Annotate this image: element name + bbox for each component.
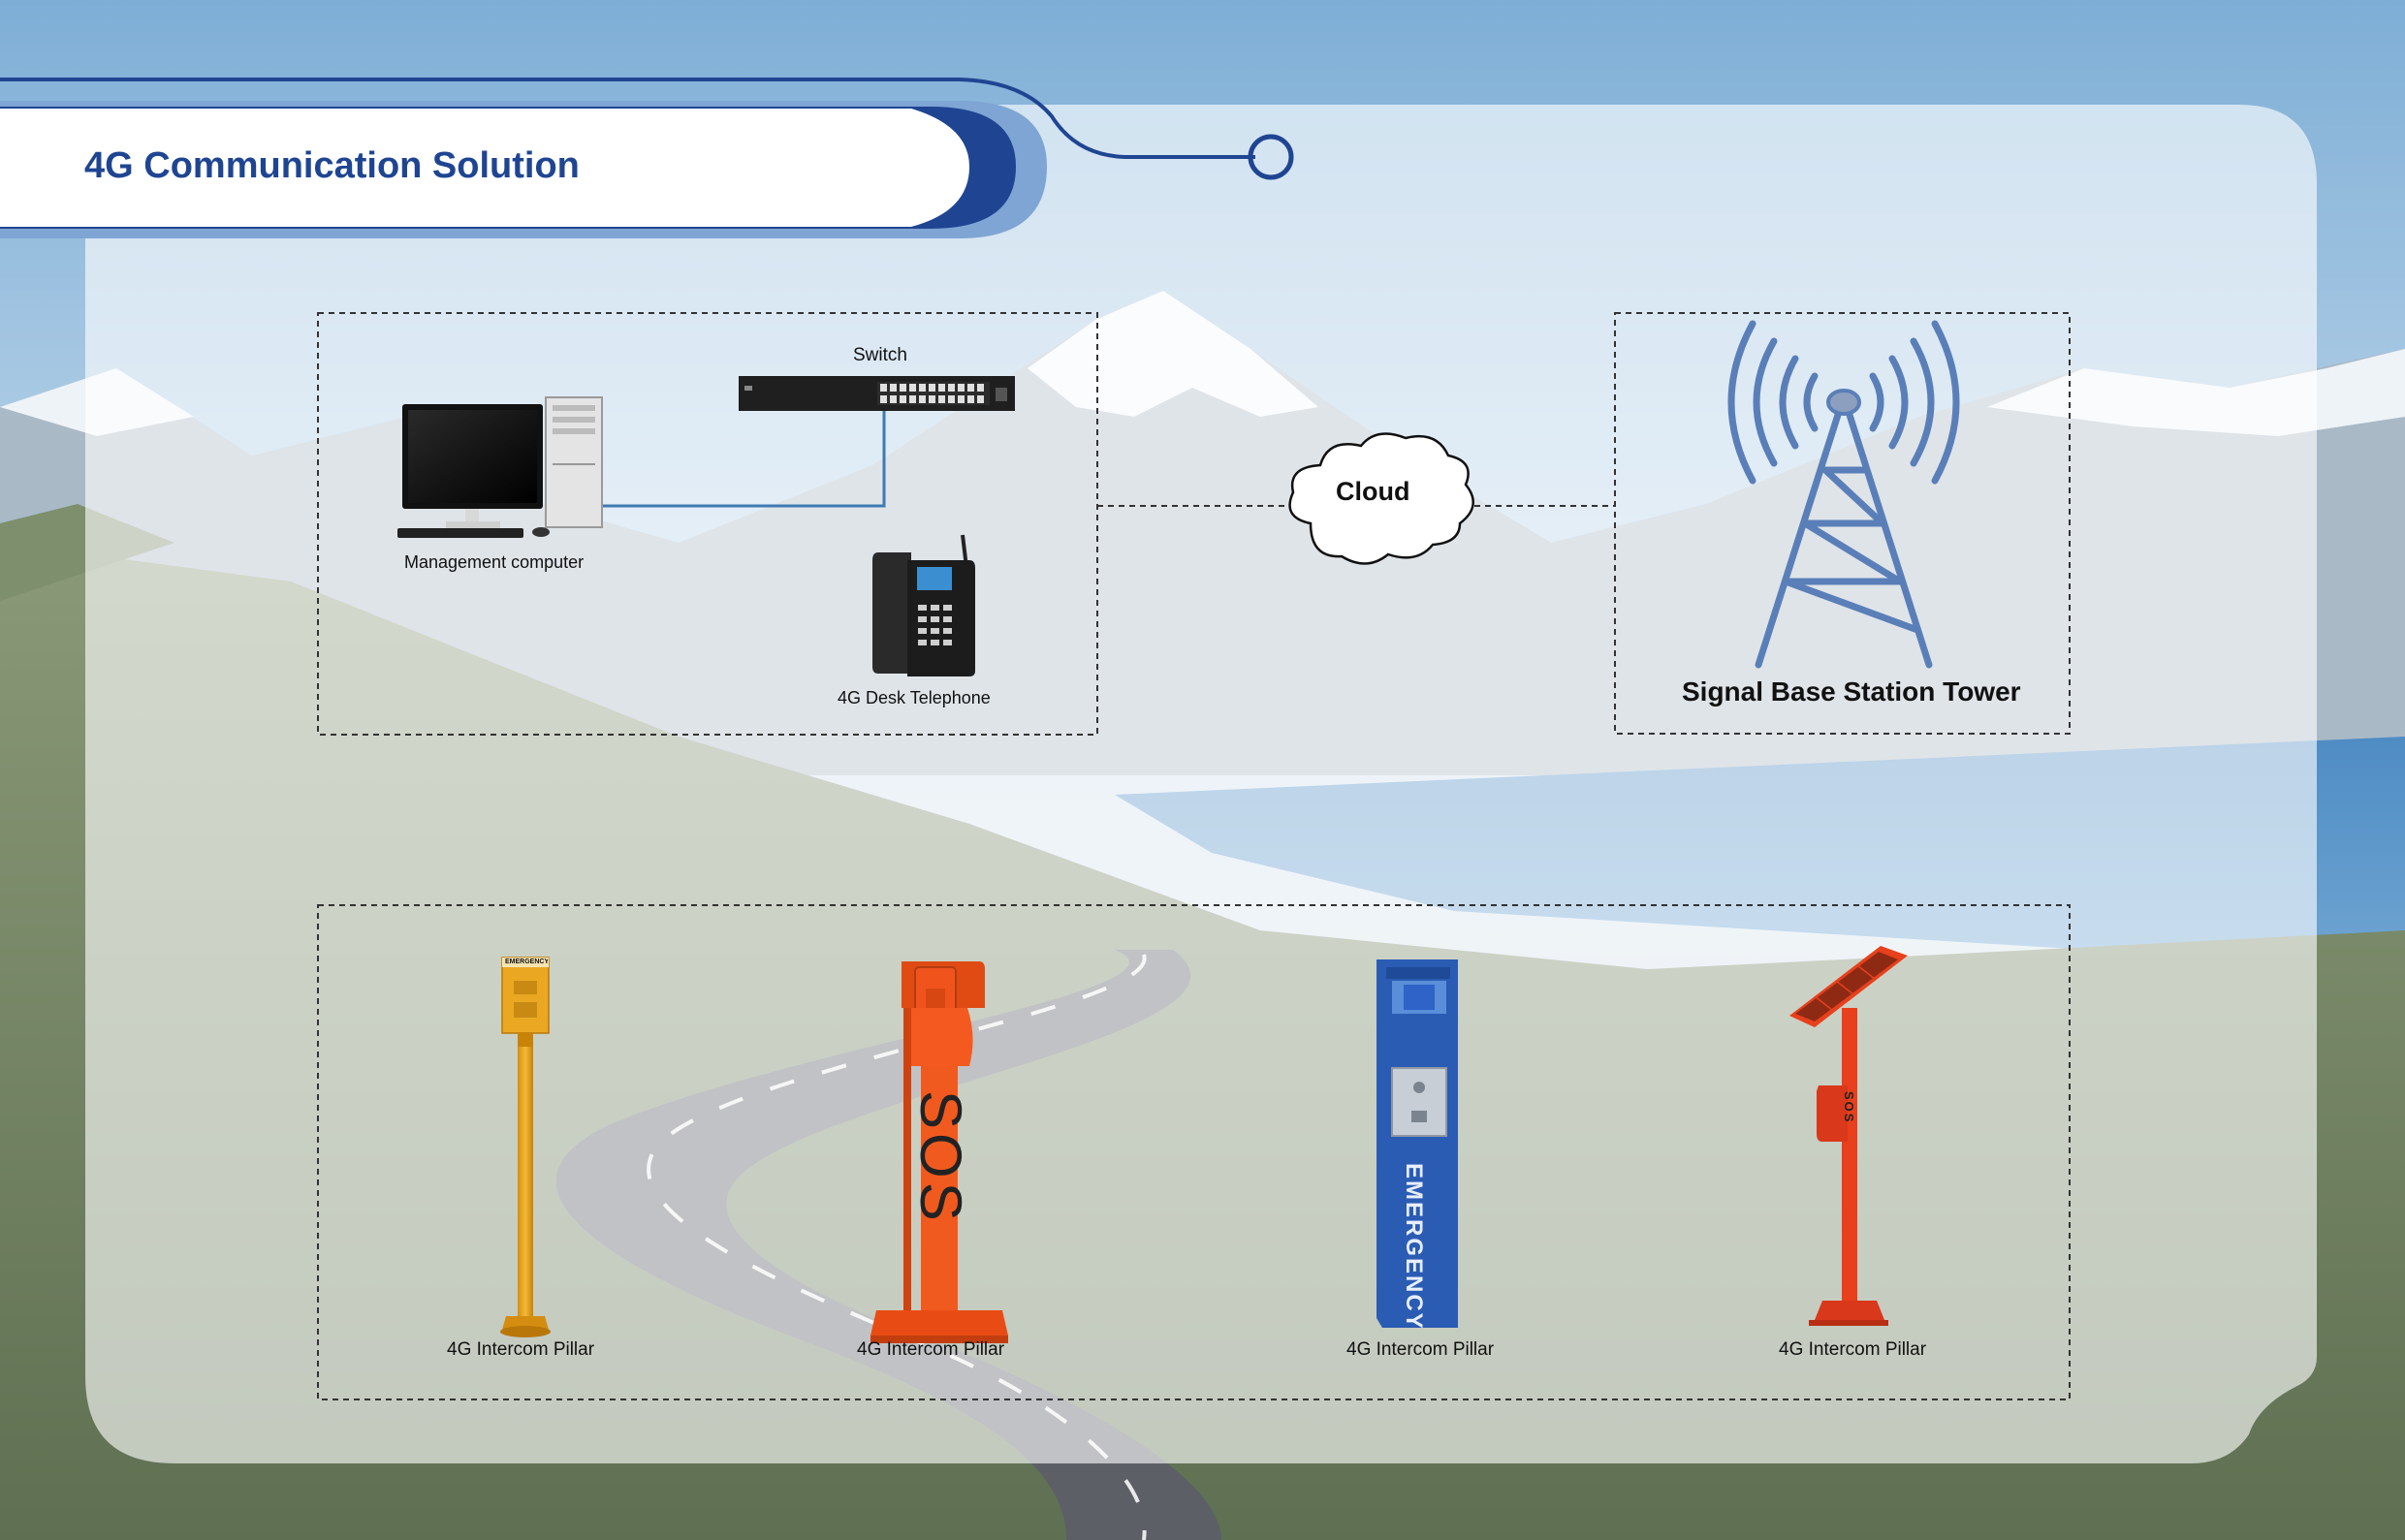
intercom-pillar-orange <box>870 961 1008 1343</box>
pillars-box <box>317 904 2071 1400</box>
pillar-2-label: 4G Intercom Pillar <box>857 1339 1005 1360</box>
page-title: 4G Communication Solution <box>84 145 580 186</box>
pillar-1-panel-text: EMERGENCY <box>505 959 548 965</box>
connector-ring-icon <box>1248 134 1294 180</box>
pillar-3-panel-text: EMERGENCY <box>1401 1163 1427 1331</box>
desk-telephone-icon <box>872 534 975 676</box>
pillar-4-panel-text: SOS <box>1842 1091 1856 1124</box>
switch-icon <box>739 376 1015 411</box>
pillar-1-label: 4G Intercom Pillar <box>447 1339 595 1360</box>
pillar-2-panel-text: SOS <box>908 1090 973 1225</box>
cloud-icon <box>1288 432 1474 565</box>
tower-label: Signal Base Station Tower <box>1682 676 2021 707</box>
header-banner <box>0 78 1294 238</box>
pillar-3-label: 4G Intercom Pillar <box>1346 1339 1495 1360</box>
cloud-label: Cloud <box>1336 477 1410 506</box>
pillar-4-label: 4G Intercom Pillar <box>1779 1339 1927 1360</box>
intercom-pillar-blue <box>1377 959 1458 1328</box>
management-computer-label: Management computer <box>404 552 585 572</box>
computer-icon <box>397 396 603 538</box>
tower-box <box>1614 312 2071 735</box>
network-box <box>317 312 1098 736</box>
signal-tower-icon <box>1727 320 1960 669</box>
content-panel <box>85 105 2317 1463</box>
network-cable <box>603 411 886 508</box>
intercom-pillar-yellow <box>500 957 551 1337</box>
intercom-pillar-red-solar <box>1789 946 1908 1326</box>
switch-label: Switch <box>853 345 907 365</box>
desk-telephone-label: 4G Desk Telephone <box>838 688 991 707</box>
